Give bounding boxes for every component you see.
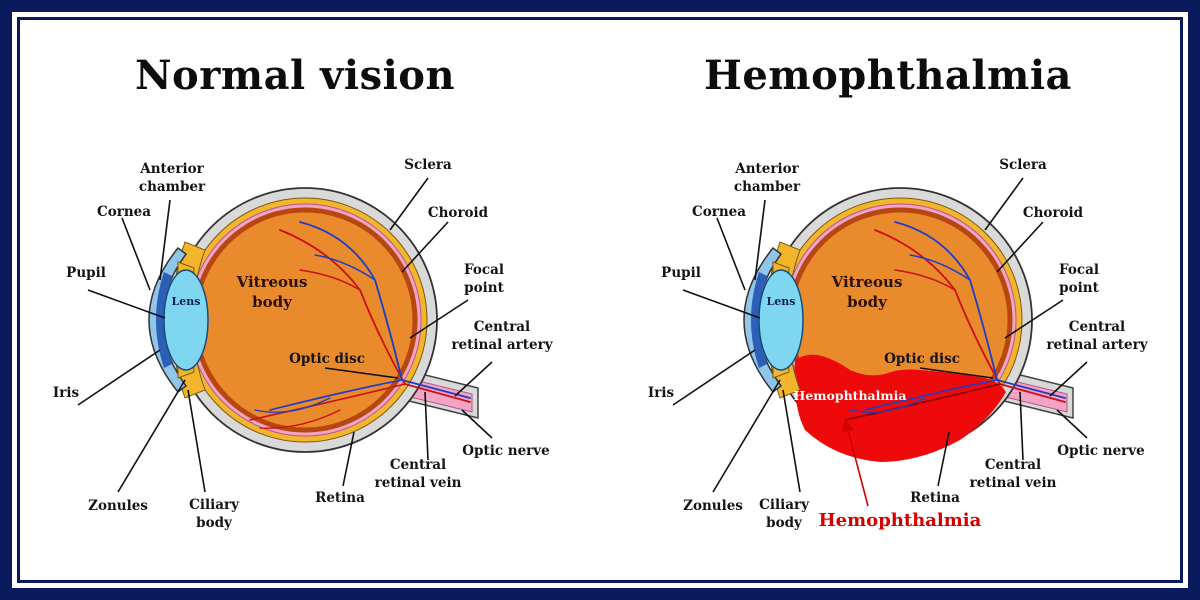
leader-central-retinal-artery — [454, 361, 493, 397]
label-cornea: Cornea — [96, 204, 152, 220]
label-hemorrhage-callout: Hemophthalmia — [818, 510, 982, 531]
vein-branch-1 — [314, 254, 376, 281]
vein-branch-1 — [909, 254, 971, 281]
normal-leader-lines — [77, 177, 493, 493]
label-lens: Lens — [171, 295, 201, 308]
label-central-retinal-artery: Central retinal artery — [451, 319, 553, 353]
artery-branch-1 — [894, 269, 956, 291]
leader-iris — [77, 349, 161, 406]
label-lens: Lens — [766, 295, 796, 308]
label-central-retinal-vein: Central retinal vein — [374, 457, 462, 491]
leader-choroid — [996, 221, 1044, 273]
hemophthalmia-leader-lines — [672, 177, 1088, 493]
label-anterior-chamber: Anterior chamber — [138, 161, 206, 195]
leader-ciliary-body — [187, 389, 206, 493]
leader-optic-disc — [919, 367, 994, 379]
label-optic-disc: Optic disc — [289, 351, 365, 367]
label-focal-point: Focal point — [1059, 262, 1099, 296]
leader-ciliary-body — [782, 389, 801, 493]
label-retina: Retina — [910, 490, 960, 506]
leader-optic-nerve — [1056, 409, 1088, 439]
leader-optic-nerve — [461, 409, 493, 439]
label-vitreous-body: Vitreous body — [236, 273, 308, 311]
artery-branch-3 — [259, 409, 341, 429]
leader-iris — [672, 349, 756, 406]
retinal-vessels — [844, 221, 1066, 421]
label-ciliary-body: Ciliary body — [759, 497, 809, 531]
leader-pupil — [682, 289, 761, 319]
label-central-retinal-artery: Central retinal artery — [1046, 319, 1148, 353]
label-vitreous-body: Vitreous body — [831, 273, 903, 311]
leader-retina — [937, 431, 950, 487]
leader-focal-point — [409, 299, 469, 339]
vein-branch-3 — [254, 397, 331, 413]
label-pupil: Pupil — [66, 265, 106, 281]
lens — [163, 269, 209, 371]
label-optic-disc: Optic disc — [884, 351, 960, 367]
label-focal-point: Focal point — [464, 262, 504, 296]
label-iris: Iris — [52, 385, 80, 401]
label-iris: Iris — [647, 385, 675, 401]
label-zonules: Zonules — [88, 498, 148, 514]
hemophthalmia-title: Hemophthalmia — [704, 52, 1072, 99]
leader-sclera — [389, 177, 429, 231]
label-pupil: Pupil — [661, 265, 701, 281]
leader-central-retinal-vein — [424, 391, 429, 461]
label-sclera: Sclera — [404, 157, 452, 173]
leader-focal-point — [1004, 299, 1064, 339]
label-sclera: Sclera — [999, 157, 1047, 173]
leader-optic-disc — [324, 367, 399, 379]
leader-cornea — [716, 217, 746, 291]
normal-eye — [148, 187, 479, 453]
leader-anterior-chamber — [159, 199, 171, 281]
leader-retina — [342, 431, 355, 487]
normal-vision-title: Normal vision — [134, 52, 456, 99]
leader-pupil — [87, 289, 166, 319]
label-anterior-chamber: Anterior chamber — [733, 161, 801, 195]
hemophthalmia-callout-arrow — [842, 418, 869, 507]
label-ciliary-body: Ciliary body — [189, 497, 239, 531]
label-choroid: Choroid — [427, 205, 489, 221]
label-optic-nerve: Optic nerve — [1057, 443, 1145, 459]
artery-branch-1 — [299, 269, 361, 291]
artery-branch-2 — [249, 383, 406, 421]
leader-zonules — [117, 379, 186, 493]
retinal-vessels — [249, 221, 471, 429]
label-zonules: Zonules — [683, 498, 743, 514]
vein-branch-2 — [269, 379, 403, 411]
label-hemorrhage-inside: Hemophthalmia — [793, 388, 907, 403]
leader-zonules — [712, 379, 781, 493]
hemophthalmia-eye — [743, 187, 1074, 462]
leader-anterior-chamber — [754, 199, 766, 281]
leader-central-retinal-artery — [1049, 361, 1088, 397]
lens — [758, 269, 804, 371]
label-retina: Retina — [315, 490, 365, 506]
label-cornea: Cornea — [691, 204, 747, 220]
label-central-retinal-vein: Central retinal vein — [969, 457, 1057, 491]
leader-cornea — [121, 217, 151, 291]
leader-sclera — [984, 177, 1024, 231]
leader-choroid — [401, 221, 449, 273]
label-choroid: Choroid — [1022, 205, 1084, 221]
vein-branch-3 — [849, 397, 926, 413]
artery-branch-2 — [844, 383, 1001, 421]
label-optic-nerve: Optic nerve — [462, 443, 550, 459]
leader-central-retinal-vein — [1019, 391, 1024, 461]
vein-branch-2 — [864, 379, 998, 411]
